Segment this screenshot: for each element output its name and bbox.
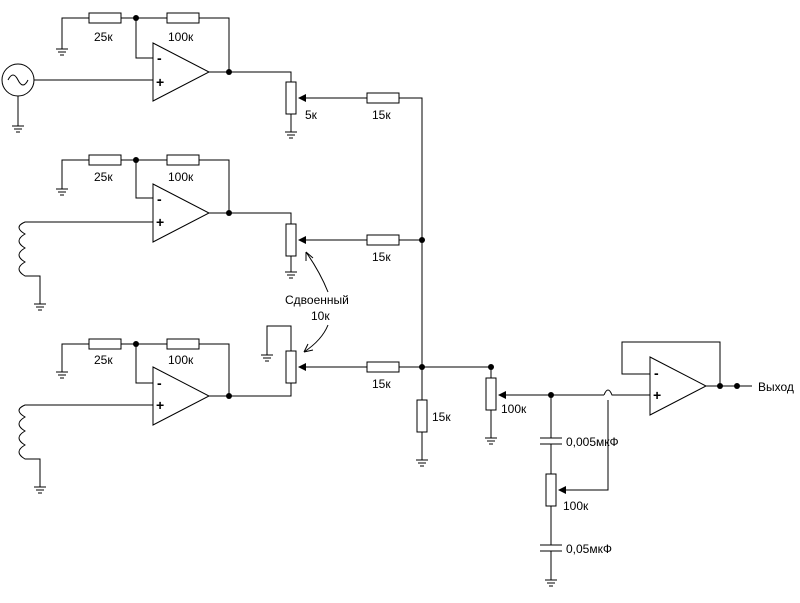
stage-3: 25к 100к - + 15к: [18, 325, 422, 494]
label-15k-2: 15к: [372, 250, 391, 264]
opamp-2: [152, 183, 211, 243]
label-cap-1: 0,005мкФ: [566, 435, 619, 449]
label-15k-1: 15к: [372, 108, 391, 122]
label-dual-pot: Сдвоенный: [285, 293, 349, 307]
output-stage: 15к 100к 0,005мкФ 100к 0,05мкФ - +: [416, 240, 794, 587]
label-100k-pot-2: 100к: [563, 499, 589, 513]
opamp-2-minus: -: [157, 191, 162, 207]
sine-icon: [7, 74, 29, 86]
opamp-1-plus: +: [156, 74, 164, 90]
label-25k-2: 25к: [94, 170, 113, 184]
capacitor-005uf: [540, 544, 562, 552]
label-100k-pot-1: 100к: [501, 402, 527, 416]
resistor-100k-3: [166, 338, 200, 350]
opamp-buffer: [649, 356, 708, 416]
label-25k-1: 25к: [94, 30, 113, 44]
opamp-1: [152, 42, 211, 102]
opamp-2-plus: +: [156, 214, 164, 230]
label-100k-3: 100к: [168, 353, 194, 367]
label-100k-2: 100к: [168, 170, 194, 184]
opamp-3: [152, 366, 211, 426]
resistor-25k-2: [88, 154, 122, 166]
output-label: Выход: [758, 380, 794, 394]
resistor-25k-1: [88, 12, 122, 24]
opamp-buffer-minus: -: [654, 365, 659, 381]
label-cap-2: 0,05мкФ: [566, 542, 612, 556]
label-15k-shunt: 15к: [432, 410, 451, 424]
capacitor-0005uf: [540, 437, 562, 445]
coil-1: [18, 221, 41, 304]
label-25k-3: 25к: [94, 353, 113, 367]
label-100k-1: 100к: [168, 30, 194, 44]
label-10k: 10к: [311, 309, 330, 323]
resistor-15k-2: [366, 234, 400, 246]
potentiometer-100k-1: [485, 377, 497, 411]
resistor-25k-3: [88, 338, 122, 350]
resistor-100k-1: [166, 12, 200, 24]
dual-potentiometer-lower: [285, 350, 297, 384]
label-15k-3: 15к: [372, 377, 391, 391]
resistor-15k-3: [366, 361, 400, 373]
potentiometer-100k-2: [545, 473, 557, 507]
opamp-3-plus: +: [156, 397, 164, 413]
stage-2: 25к 100к - + 15к: [18, 154, 425, 311]
dual-potentiometer-upper: [285, 223, 297, 257]
opamp-3-minus: -: [157, 375, 162, 391]
opamp-buffer-plus: +: [653, 387, 661, 403]
resistor-100k-2: [166, 154, 200, 166]
potentiometer-5k: [285, 81, 297, 115]
stage-1: 25к 100к - + 5к 15к: [1, 12, 423, 240]
resistor-15k-1: [366, 92, 400, 104]
dual-pot-annotation: Сдвоенный 10к: [285, 251, 349, 353]
opamp-1-minus: -: [157, 50, 162, 66]
label-5k: 5к: [305, 108, 318, 122]
resistor-15k-shunt: [416, 399, 428, 433]
coil-2: [18, 404, 41, 487]
